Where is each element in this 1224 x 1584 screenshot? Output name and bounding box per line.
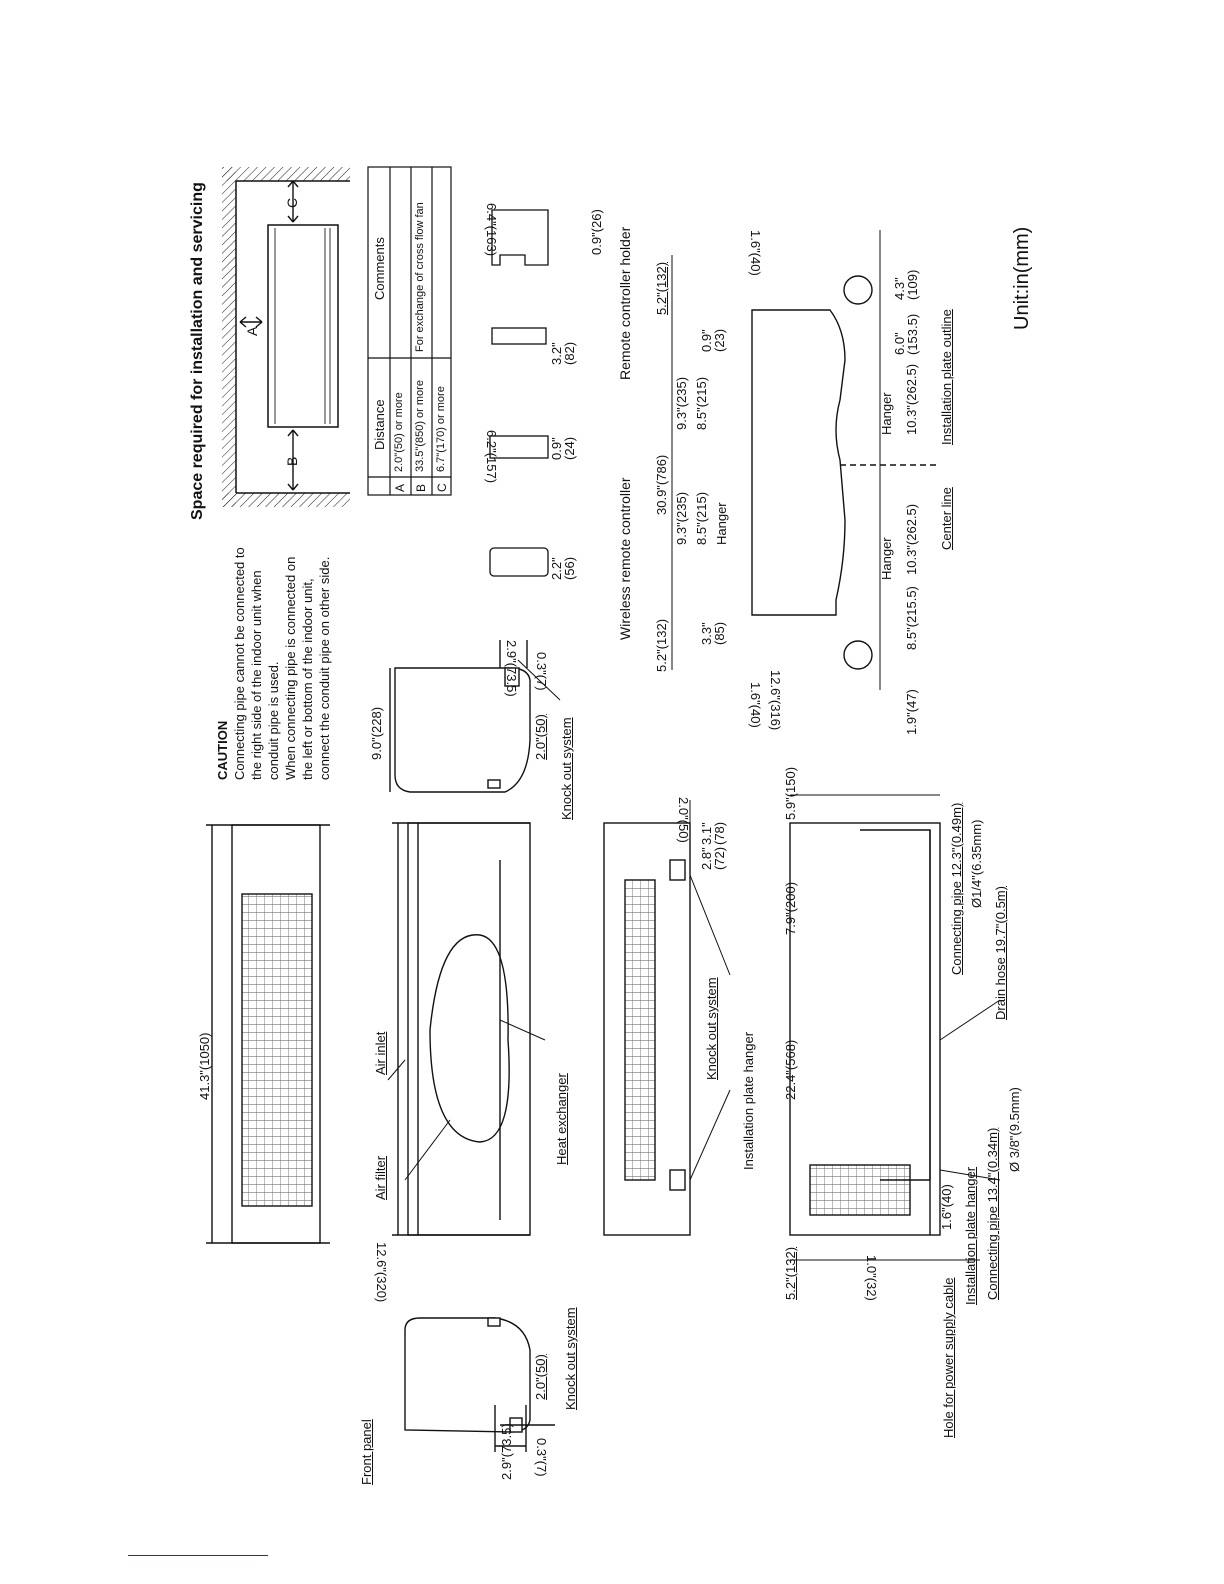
- drain-hose-label: Drain hose 19.7"(0.5m): [993, 886, 1008, 1020]
- page-title: Space required for installation and serv…: [189, 182, 206, 520]
- caution-heading: CAUTION: [215, 720, 230, 780]
- dim-bottom-78: (78): [712, 821, 727, 845]
- installation-plate-hanger-bottom: Installation plate hanger: [963, 1166, 978, 1305]
- dim-plate-1-6-left: 1.6"(40): [748, 682, 763, 728]
- caution-line: When connecting pipe is connected on: [283, 556, 298, 780]
- dim-plate-12-6: 12.6"(316): [768, 670, 783, 731]
- hanger-2-label: Hanger: [879, 537, 894, 580]
- dim-side-left-knock: 2.0"(50): [533, 1354, 548, 1400]
- knock-out-right-label: Knock out system: [559, 717, 574, 820]
- table-header-distance: Distance: [372, 399, 387, 450]
- table-cell-distance: 6.7"(170) or more: [435, 386, 447, 472]
- hole-power-supply-label: Hole for power supply cable: [941, 1277, 956, 1438]
- connecting-pipe-left-dia: Ø 3/8"(9.5mm): [1007, 1087, 1022, 1172]
- dim-remote-56: (56): [562, 556, 577, 580]
- dim-plate-1-6-right: 1.6"(40): [748, 230, 763, 276]
- dim-plate-10-3-right: 10.3"(262.5): [904, 363, 919, 435]
- connecting-pipe-right-label: Connecting pipe 12.3"(0.49m): [949, 802, 964, 975]
- dim-plate-8-5-left: 8.5"(215): [694, 491, 709, 545]
- installation-plate: [671, 230, 940, 690]
- remote-holder-label: Remote controller holder: [617, 226, 633, 380]
- dim-plate-1-9: 1.9"(47): [904, 689, 919, 735]
- dim-plate-8-5-right: 8.5"(215): [694, 376, 709, 430]
- rear-view-unit: [789, 794, 1001, 1261]
- dim-holder-0-9: 0.9"(26): [589, 209, 604, 255]
- dim-rear-7-9: 7.9"(200): [783, 881, 798, 935]
- dim-holder-6-4: 6.4"(163): [484, 203, 499, 257]
- table-header-comments: Comments: [372, 237, 387, 300]
- hanger-1-label: Hanger: [714, 502, 729, 545]
- hanger-3-label: Hanger: [879, 392, 894, 435]
- dim-side-left-depth: 2.9"(73.5): [499, 1423, 514, 1480]
- plate-outline-label: Installation plate outline: [939, 309, 954, 445]
- caution-line: Connecting pipe cannot be connected to: [232, 547, 247, 780]
- knock-out-bottom-label: Knock out system: [704, 977, 719, 1080]
- center-line-label: Center line: [939, 487, 954, 550]
- dim-plate-9-3-right: 9.3"(235): [674, 376, 689, 430]
- dim-holder-82: (82): [562, 341, 577, 365]
- connecting-pipe-right-dia: Ø1/4"(6.35mm): [969, 819, 984, 908]
- dim-rear-1-0: 1.0"(32): [864, 1255, 879, 1301]
- caution-line: conduit pipe is used.: [266, 661, 281, 780]
- dim-side-right-height: 9.0"(228): [369, 706, 384, 760]
- front-view-unit: [387, 822, 546, 1236]
- dim-remote-6-2: 6.2"(157): [484, 430, 499, 484]
- air-inlet-label: Air inlet: [373, 1031, 388, 1075]
- dim-rear-22-4: 22.4"(568): [783, 1039, 798, 1100]
- dim-plate-23: (23): [712, 328, 727, 352]
- dim-plate-5-2-left: 5.2"(132): [654, 618, 669, 672]
- front-panel-label: Front panel: [359, 1419, 374, 1485]
- side-view-right: [389, 640, 561, 793]
- knock-out-left-label: Knock out system: [563, 1307, 578, 1410]
- dim-plate-9-3-left: 9.3"(235): [674, 491, 689, 545]
- dim-side-left-bottom: 0.3"(7): [534, 1438, 549, 1477]
- space-table-frame: [367, 166, 452, 496]
- heat-exchanger-label: Heat exchanger: [554, 1073, 569, 1165]
- caution-line: the right side of the indoor unit when: [249, 570, 264, 780]
- connecting-pipe-left-label: Connecting pipe 13.4"(0.34m): [985, 1127, 1000, 1300]
- dim-plate-85: (85): [712, 621, 727, 645]
- table-cell-key: A: [393, 483, 407, 492]
- wireless-remote-label: Wireless remote controller: [617, 477, 633, 640]
- dim-front-height: 12.6"(320): [374, 1242, 389, 1303]
- bottom-view-unit: [603, 800, 731, 1236]
- unit-label: Unit:in(mm): [1011, 226, 1033, 330]
- dim-plate-5-2-right: 5.2"(132): [654, 261, 669, 315]
- dim-remote-24: (24): [562, 436, 577, 460]
- dim-top-width: 41.3"(1050): [197, 1032, 212, 1101]
- dim-plate-153: (153.5): [905, 313, 920, 355]
- top-view-unit: [206, 824, 330, 1244]
- dim-rear-5-2-left: 5.2"(132): [783, 1246, 798, 1300]
- footer-rule: [128, 1555, 268, 1556]
- dim-plate-109: (109): [905, 269, 920, 300]
- dim-side-right-depth: 2.9"(73.5): [504, 640, 519, 697]
- dim-bottom-2-0: 2.0"(50): [676, 797, 691, 843]
- clearance-letter-c: C: [284, 197, 300, 208]
- remote-shapes: [489, 209, 549, 577]
- caution-line: the left or bottom of the indoor unit,: [300, 578, 315, 780]
- table-cell-key: C: [435, 483, 449, 492]
- caution-line: connect the conduit pipe on other side.: [317, 556, 332, 780]
- table-cell-distance: 2.0"(50) or more: [393, 392, 405, 472]
- dim-rear-1-6: 1.6"(40): [939, 1184, 954, 1230]
- dim-side-right-bottom: 0.3"(7): [534, 652, 549, 691]
- clearance-letter-a: A: [244, 326, 260, 336]
- table-cell-distance: 33.5"(850) or more: [414, 380, 426, 472]
- dim-plate-30-9: 30.9"(786): [654, 454, 669, 515]
- dim-plate-10-3-left: 10.3"(262.5): [904, 503, 919, 575]
- installation-plate-hanger-top: Installation plate hanger: [741, 1031, 756, 1170]
- table-cell-key: B: [414, 483, 428, 492]
- dim-side-right-knock: 2.0"(50): [533, 714, 548, 760]
- table-cell-comment: For exchange of cross flow fan: [414, 202, 426, 352]
- dim-bottom-72: (72): [712, 846, 727, 870]
- clearance-letter-b: B: [284, 456, 300, 466]
- clearance-diagram: [222, 167, 350, 507]
- caution-block: CAUTION Connecting pipe cannot be connec…: [214, 547, 333, 780]
- air-filter-label: Air filter: [373, 1155, 388, 1200]
- side-view-left: [404, 1317, 555, 1452]
- dim-rear-5-9: 5.9"(150): [783, 766, 798, 820]
- dim-plate-8-5-bottom: 8.5"(215.5): [904, 586, 919, 650]
